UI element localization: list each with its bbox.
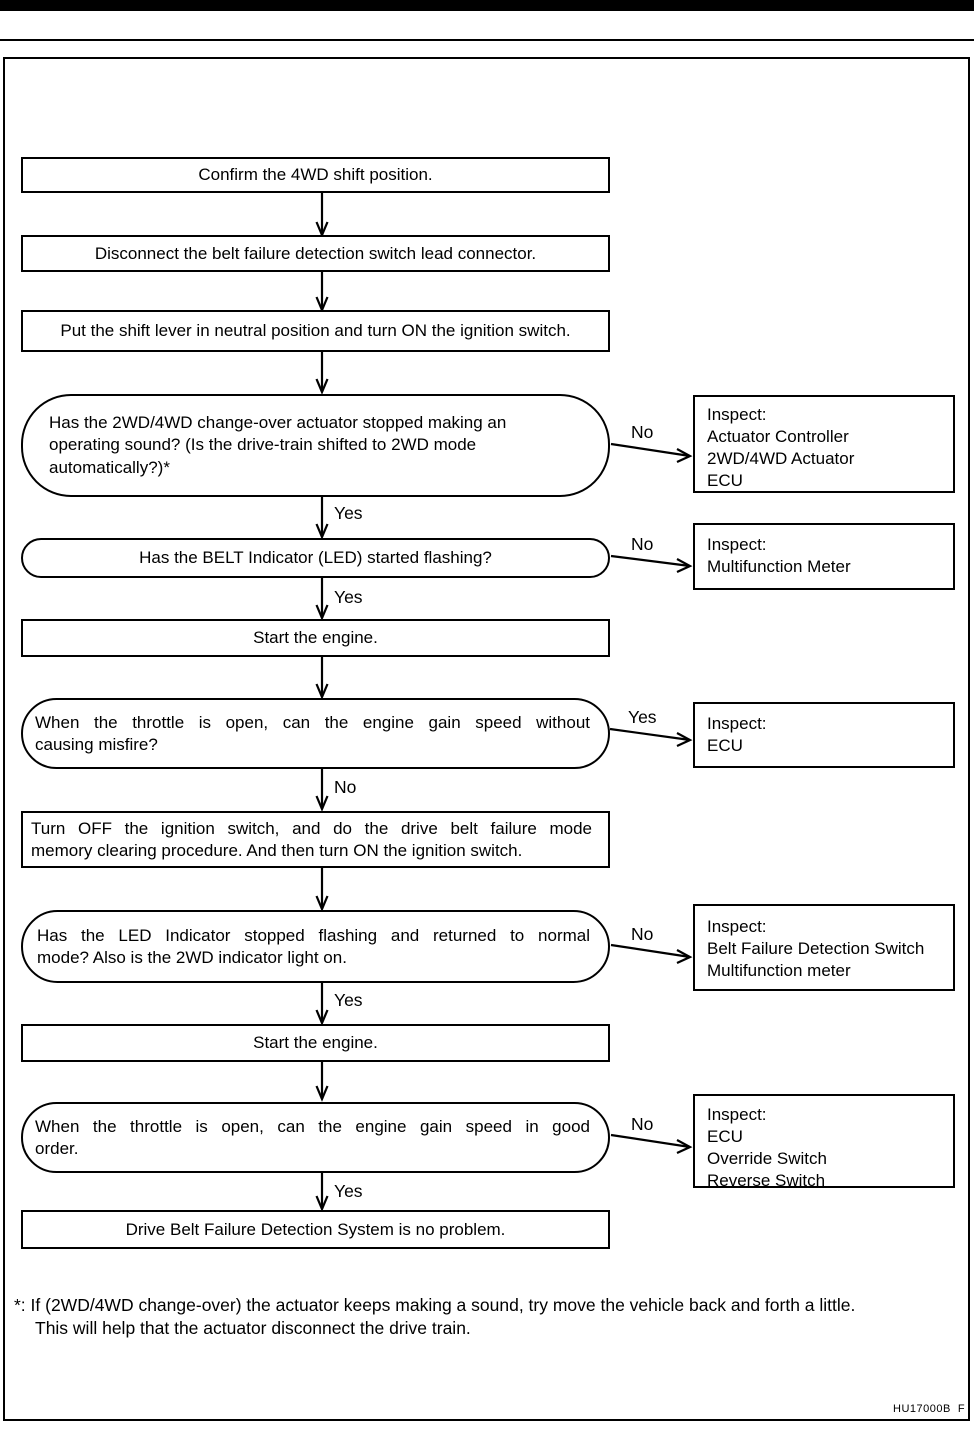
- page-top-bar: [0, 0, 974, 11]
- decision-text-line: causing misfire?: [35, 734, 158, 754]
- edge-label-yes: Yes: [332, 502, 365, 524]
- edge-label-no: No: [629, 421, 656, 443]
- inspect-line: Reverse Switch: [707, 1171, 826, 1190]
- edge-label-no: No: [332, 776, 359, 798]
- decision-text-line: Has the 2WD/4WD change-over actuator sto…: [49, 412, 507, 432]
- flow-step-neutral-ignition-on: Put the shift lever in neutral position …: [21, 310, 610, 352]
- inspect-line: Inspect:: [707, 917, 767, 936]
- inspect-line: Inspect:: [707, 1105, 767, 1124]
- flow-decision-actuator-sound: Has the 2WD/4WD change-over actuator sto…: [21, 394, 610, 497]
- inspect-box-ecu: Inspect: ECU: [693, 702, 955, 768]
- decision-text-line: order.: [35, 1138, 79, 1158]
- inspect-line: ECU: [707, 471, 743, 490]
- step-text-line: Turn OFF the ignition switch, and do the…: [31, 818, 592, 838]
- decision-text-line: operating sound? (Is the drive-train shi…: [49, 435, 477, 455]
- inspect-line: ECU: [707, 1127, 743, 1146]
- header-rule: [0, 39, 974, 41]
- step-text: Confirm the 4WD shift position.: [198, 165, 433, 184]
- flow-decision-speed-good-order: When the throttle is open, can the engin…: [21, 1102, 610, 1173]
- step-text: Start the engine.: [253, 1033, 378, 1052]
- flow-step-start-engine-1: Start the engine.: [21, 619, 610, 657]
- decision-text-line: When the throttle is open, can the engin…: [35, 712, 590, 732]
- edge-label-no: No: [629, 1113, 656, 1135]
- edge-label-yes: Yes: [626, 706, 659, 728]
- inspect-line: Inspect:: [707, 405, 767, 424]
- figure-code: HU17000B F: [893, 1403, 966, 1415]
- inspect-box-actuator-controller: Inspect: Actuator Controller 2WD/4WD Act…: [693, 395, 955, 493]
- inspect-line: Actuator Controller: [707, 427, 849, 446]
- inspect-line: Inspect:: [707, 714, 767, 733]
- inspect-line: Inspect:: [707, 535, 767, 554]
- inspect-line: Belt Failure Detection Switch: [707, 939, 925, 958]
- inspect-line: Multifunction Meter: [707, 557, 851, 576]
- inspect-line: 2WD/4WD Actuator: [707, 449, 855, 468]
- edge-label-no: No: [629, 533, 656, 555]
- inspect-box-ecu-override-reverse: Inspect: ECU Override Switch Reverse Swi…: [693, 1094, 955, 1190]
- flow-decision-led-stopped-flashing: Has the LED Indicator stopped flashing a…: [21, 910, 610, 983]
- step-text-line: memory clearing procedure. And then turn…: [31, 840, 523, 860]
- flow-step-no-problem: Drive Belt Failure Detection System is n…: [21, 1210, 610, 1249]
- step-text: Start the engine.: [253, 628, 378, 647]
- edge-label-yes: Yes: [332, 1180, 365, 1202]
- edge-label-yes: Yes: [332, 989, 365, 1011]
- flowchart-frame: [3, 57, 970, 1421]
- flow-decision-speed-without-misfire: When the throttle is open, can the engin…: [21, 698, 610, 769]
- inspect-line: ECU: [707, 736, 743, 755]
- flow-step-start-engine-2: Start the engine.: [21, 1024, 610, 1062]
- flow-decision-belt-indicator-flashing: Has the BELT Indicator (LED) started fla…: [21, 538, 610, 578]
- decision-text-line: automatically?)*: [49, 457, 170, 477]
- decision-text: Has the BELT Indicator (LED) started fla…: [139, 548, 492, 567]
- inspect-box-multifunction-meter: Inspect: Multifunction Meter: [693, 523, 955, 590]
- flow-step-disconnect-connector: Disconnect the belt failure detection sw…: [21, 235, 610, 272]
- decision-text-line: Has the LED Indicator stopped flashing a…: [37, 925, 590, 945]
- edge-label-yes: Yes: [332, 586, 365, 608]
- step-text: Put the shift lever in neutral position …: [60, 321, 571, 340]
- inspect-line: Override Switch: [707, 1149, 827, 1168]
- inspect-box-belt-failure-switch: Inspect: Belt Failure Detection Switch M…: [693, 904, 955, 991]
- flow-step-confirm-shift-position: Confirm the 4WD shift position.: [21, 157, 610, 193]
- footnote-line-1: *: If (2WD/4WD change-over) the actuator…: [14, 1295, 856, 1315]
- edge-label-no: No: [629, 923, 656, 945]
- flow-step-memory-clearing: Turn OFF the ignition switch, and do the…: [21, 811, 610, 868]
- step-text: Drive Belt Failure Detection System is n…: [125, 1219, 506, 1239]
- inspect-line: Multifunction meter: [707, 961, 851, 980]
- step-text: Disconnect the belt failure detection sw…: [94, 243, 537, 263]
- decision-text-line: mode? Also is the 2WD indicator light on…: [37, 947, 347, 967]
- decision-text-line: When the throttle is open, can the engin…: [35, 1116, 590, 1136]
- footnote-line-2: This will help that the actuator disconn…: [35, 1318, 471, 1338]
